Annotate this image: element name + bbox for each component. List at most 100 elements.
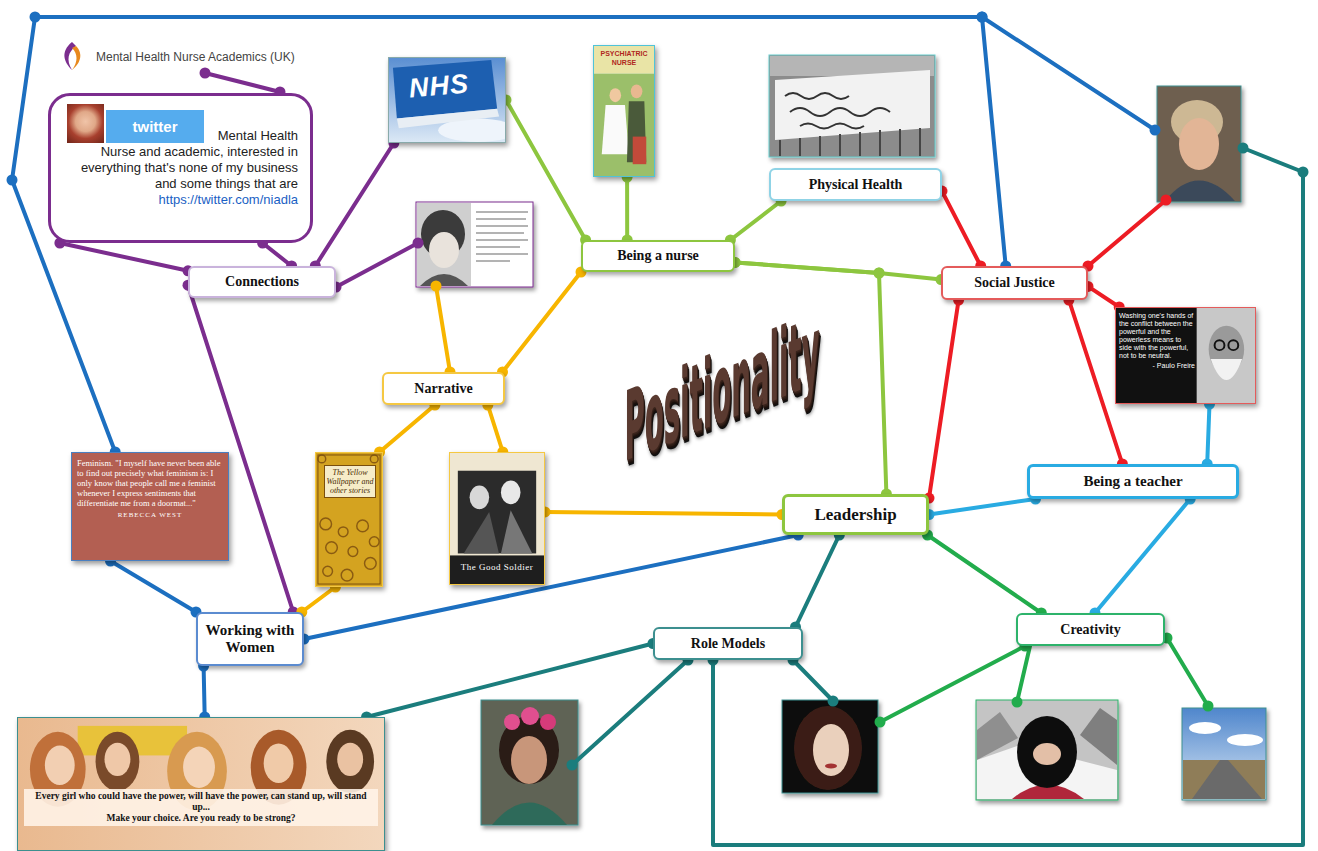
connector	[374, 400, 440, 458]
image-text: Every girl who could have the power, wil…	[26, 791, 376, 813]
image-text: The Yellow Wallpaper and other stories	[325, 468, 375, 495]
photo-frame	[416, 202, 533, 287]
beard	[1211, 359, 1243, 380]
photo-ground	[1197, 308, 1255, 403]
shirt	[1165, 181, 1235, 202]
glasses	[1228, 340, 1238, 350]
topic-box: Narrative	[382, 372, 505, 405]
image-text: REBECCA WEST	[77, 511, 223, 520]
connector-line	[302, 587, 336, 612]
connector	[482, 400, 508, 458]
connector-line	[204, 666, 205, 717]
node-label: Social Justice	[974, 275, 1055, 291]
connector-line	[796, 535, 840, 627]
photo-frame	[782, 700, 878, 793]
connector	[198, 661, 210, 723]
text-holder: The Good Soldier	[454, 562, 540, 573]
shoulders	[420, 274, 468, 286]
profile-badges: twitter	[67, 104, 206, 143]
image-text: - Paulo Freire	[1119, 362, 1195, 370]
text-holder: The Yellow Wallpaper and other stories	[324, 465, 376, 498]
node-label: Working with Women	[202, 622, 298, 656]
node-label: Being a nurse	[617, 248, 699, 264]
connector-line	[60, 243, 188, 271]
picture	[18, 718, 384, 850]
wallpaper-pattern	[318, 455, 379, 581]
nhs-photo: NHS	[388, 57, 506, 143]
connector-dot	[30, 12, 41, 23]
figure	[631, 84, 643, 98]
connector	[937, 186, 987, 272]
figure	[602, 105, 629, 154]
node-label: Narrative	[414, 381, 472, 397]
connector	[497, 267, 587, 378]
hood	[1017, 716, 1077, 788]
leader-line	[336, 243, 418, 287]
text-holder: PSYCHIATRIC NURSE	[596, 49, 652, 67]
photo-frame	[1157, 86, 1241, 202]
connector-line	[1207, 404, 1209, 464]
heading-text: Mental Health Nurse Academics (UK)	[96, 50, 295, 64]
profile-heading: Mental Health Nurse Academics (UK)	[96, 50, 295, 64]
text-holder: Feminism. "I myself have never been able…	[77, 458, 223, 520]
photo-frame	[481, 700, 578, 825]
film-still: Every girl who could have the power, wil…	[17, 717, 385, 851]
connector-dot	[977, 12, 988, 23]
connector-line	[625, 177, 629, 240]
leader-line	[982, 17, 1155, 130]
shirt	[492, 803, 567, 826]
topic-box: Working with Women	[196, 612, 304, 666]
dot	[1238, 143, 1249, 154]
topic-box: Social Justice	[941, 266, 1088, 300]
leader-line	[880, 646, 1025, 722]
logo-swirl	[72, 46, 80, 70]
connector	[924, 295, 965, 504]
topic-box: Physical Health	[769, 168, 942, 201]
leader-line	[1088, 200, 1166, 266]
banner	[775, 70, 930, 140]
connector	[1090, 494, 1196, 619]
railings	[780, 128, 920, 156]
figure	[633, 137, 647, 165]
connector-line	[263, 243, 292, 266]
face	[429, 232, 459, 268]
connector-dot	[874, 268, 885, 279]
profile-link: https://twitter.com/niadla	[67, 192, 298, 208]
leader-line	[1017, 646, 1030, 702]
dot	[875, 717, 886, 728]
figure	[501, 481, 521, 505]
connector-line	[488, 405, 503, 452]
connector	[501, 95, 592, 246]
connector	[924, 494, 1042, 521]
leader-line	[572, 660, 688, 765]
title-band	[450, 555, 544, 584]
connector	[922, 530, 1047, 619]
lips	[825, 764, 837, 769]
cover-ground	[316, 453, 382, 586]
quote-ground	[1116, 308, 1197, 403]
node-label: Creativity	[1060, 622, 1120, 638]
node-label: Being a teacher	[1083, 473, 1182, 490]
connector	[725, 196, 787, 246]
road-photo	[1182, 708, 1266, 800]
connector-line	[367, 644, 653, 718]
connector-dot	[874, 268, 885, 279]
node-label: Connections	[225, 274, 299, 290]
topic-box: Connections	[188, 266, 336, 298]
node-label: Leadership	[814, 505, 896, 525]
connector	[361, 638, 658, 723]
connector-line	[942, 191, 981, 266]
leader-line	[436, 286, 450, 372]
flower	[521, 707, 539, 725]
photo-frame	[769, 55, 935, 157]
snow-photo	[976, 700, 1118, 800]
book-cover: The Yellow Wallpaper and other stories	[315, 452, 383, 587]
leader-line	[1167, 638, 1208, 706]
connector-line	[929, 300, 959, 498]
portrait-photo	[416, 202, 533, 287]
text-lines	[476, 212, 528, 261]
connector-line	[111, 561, 197, 612]
dot	[977, 12, 988, 23]
figure	[501, 510, 532, 553]
